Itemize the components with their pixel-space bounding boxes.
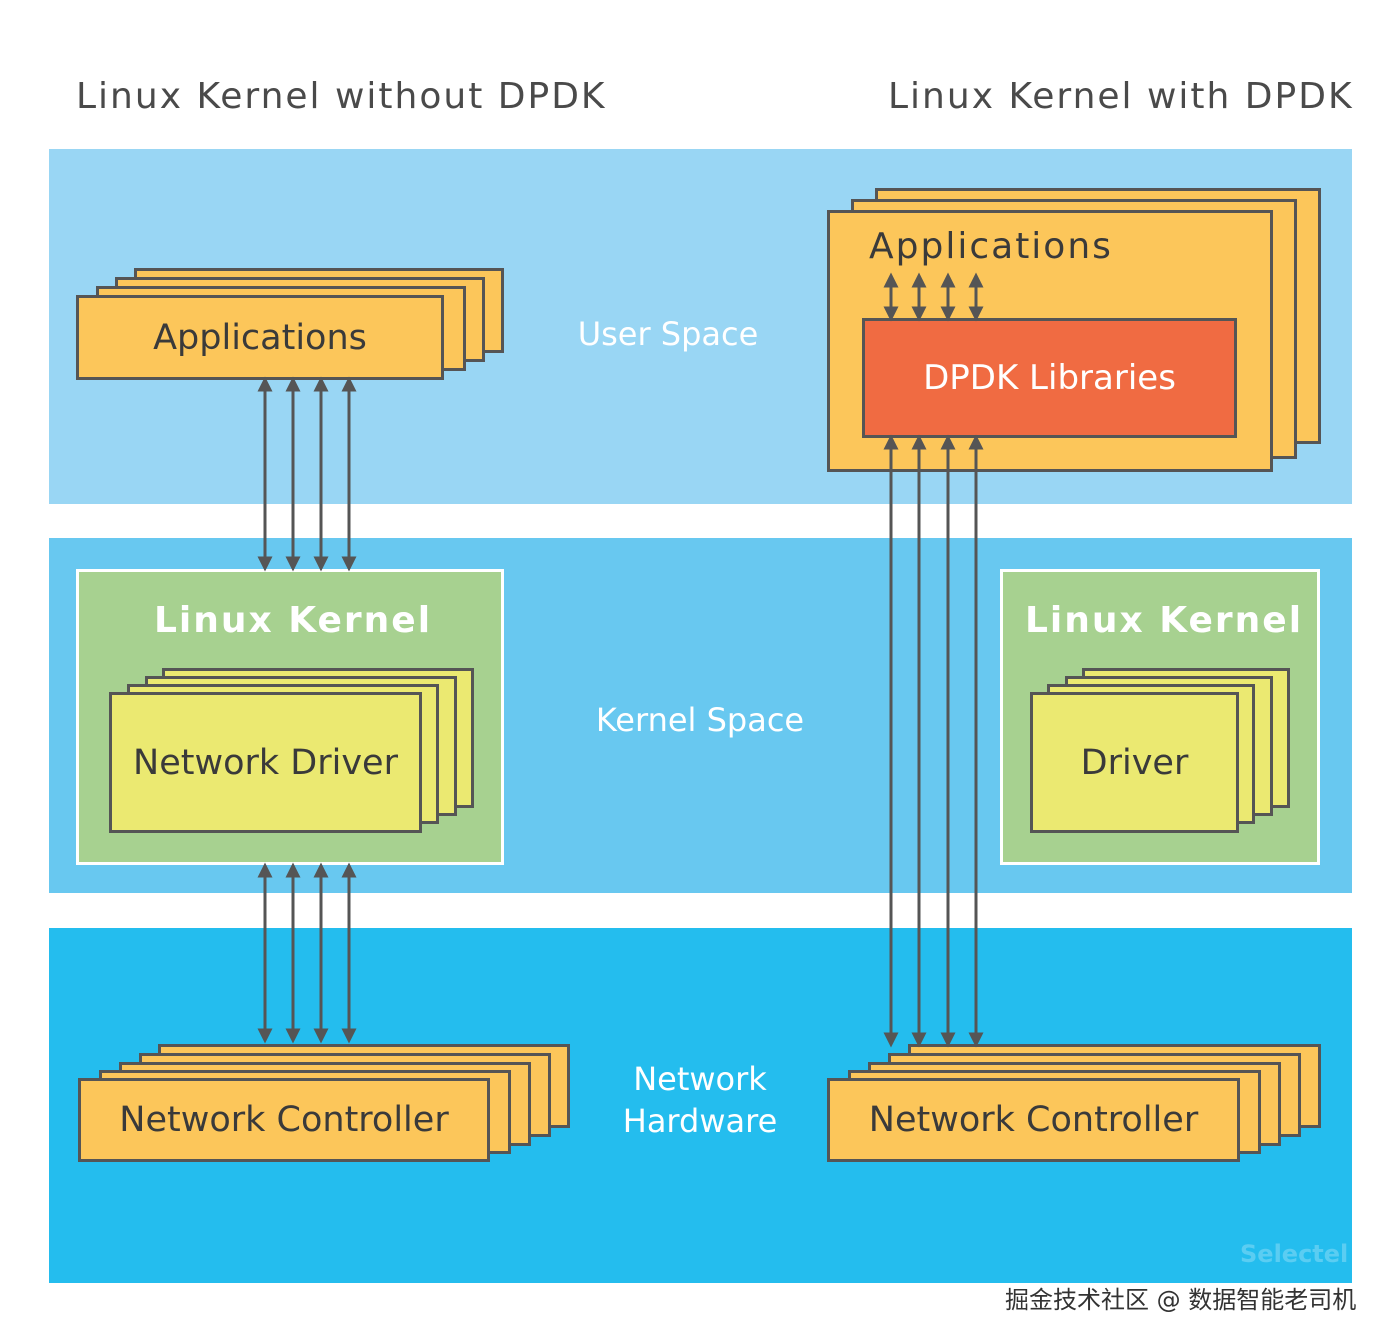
selectel-watermark: Selectel xyxy=(1240,1240,1349,1268)
applications-box-left: Applications xyxy=(76,295,444,380)
applications-label-right: Applications xyxy=(869,226,1113,267)
network-hardware-label: Network Hardware xyxy=(600,1058,800,1142)
driver-box-right: Driver xyxy=(1030,692,1239,833)
network-driver-box: Network Driver xyxy=(109,692,422,833)
kernel-space-label: Kernel Space xyxy=(595,701,805,739)
network-hardware-label-line1: Network xyxy=(633,1060,767,1098)
network-controller-label-right: Network Controller xyxy=(868,1100,1199,1140)
driver-label-right: Driver xyxy=(1080,742,1189,783)
heading-with-dpdk: Linux Kernel with DPDK xyxy=(888,76,1354,117)
linux-kernel-title-right: Linux Kernel xyxy=(1024,600,1304,641)
dpdk-libraries-box: DPDK Libraries xyxy=(862,318,1237,438)
dpdk-libraries-label: DPDK Libraries xyxy=(923,358,1176,398)
linux-kernel-title-left: Linux Kernel xyxy=(153,600,433,641)
network-controller-box-right: Network Controller xyxy=(827,1078,1240,1162)
heading-without-dpdk: Linux Kernel without DPDK xyxy=(76,76,607,117)
footer-credit: 掘金技术社区 @ 数据智能老司机 xyxy=(1005,1286,1357,1314)
applications-label-left: Applications xyxy=(153,317,367,358)
user-space-label: User Space xyxy=(577,315,759,353)
network-controller-label-left: Network Controller xyxy=(119,1100,449,1140)
network-controller-box-left: Network Controller xyxy=(78,1078,490,1162)
network-hardware-label-line2: Hardware xyxy=(622,1102,778,1140)
network-driver-label: Network Driver xyxy=(133,742,398,783)
